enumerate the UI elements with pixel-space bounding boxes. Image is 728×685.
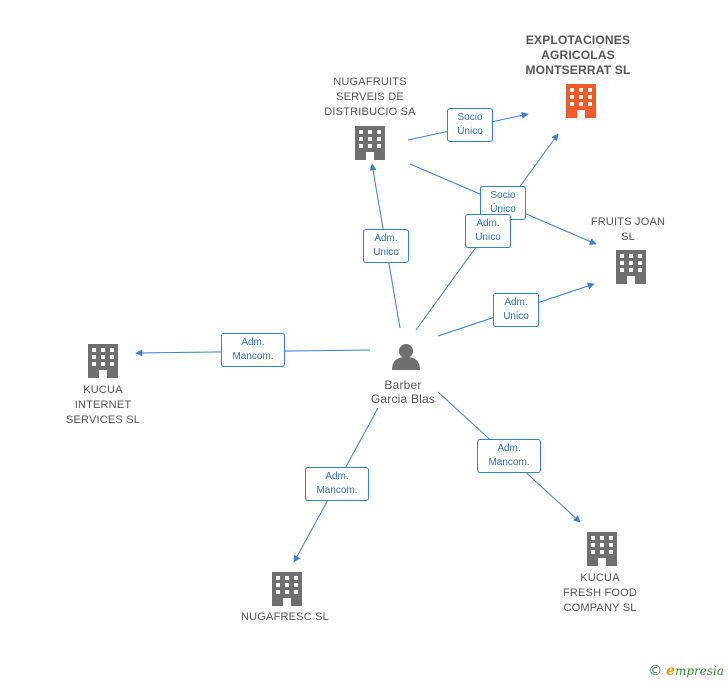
edge-label-barber-kucua-internet[interactable]: Adm. Mancom. [221,333,285,367]
building-icon [88,344,118,378]
edge-label-barber-nugafresc[interactable]: Adm. Mancom. [305,467,369,501]
empresia-logo: © empresia [648,663,724,679]
building-icon [587,532,617,566]
node-explotaciones[interactable]: EXPLOTACIONES AGRICOLAS MONTSERRAT SL [525,33,631,77]
edge-label-nugafruits-explotaciones[interactable]: Socio Único [447,108,493,142]
node-nugafruits[interactable]: NUGAFRUITS SERVEIS DE DISTRIBUCIO SA [324,76,416,118]
edge-label-barber-nugafruits[interactable]: Adm. Unico [363,229,409,263]
building-icon [355,126,385,160]
building-icon [566,84,596,118]
copyright-icon: © [648,663,663,679]
edge-label-barber-kucua-fresh[interactable]: Adm. Mancom. [477,439,541,473]
node-fruits-joan[interactable]: FRUITS JOAN SL [590,216,666,243]
person-icon [392,344,420,370]
node-kucua-internet[interactable]: KUCUA INTERNET SERVICES SL [65,384,141,426]
building-icon [272,572,302,606]
node-nugafresc[interactable]: NUGAFRESC SL [241,611,329,623]
edge-label-barber-fruits-joan[interactable]: Adm. Unico [493,293,539,327]
edge-label-barber-explotaciones[interactable]: Adm. Unico [465,214,511,248]
node-barber[interactable]: Barber Garcia Blas [370,378,436,406]
building-icon [616,250,646,284]
node-kucua-fresh[interactable]: KUCUA FRESH FOOD COMPANY SL [562,572,638,614]
